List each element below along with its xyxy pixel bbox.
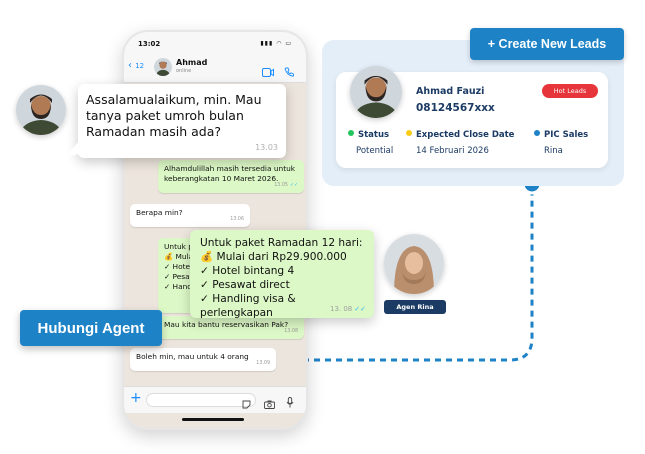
chat-header: ‹ 12 Ahmad online — [124, 54, 306, 83]
message-preview-line: ✓ Hotel — [164, 262, 193, 271]
message-input[interactable] — [146, 393, 256, 407]
message-time: 13.08 — [284, 329, 298, 334]
message-preview-line: ✓ Handlin — [164, 282, 201, 291]
phone-call-icon[interactable] — [284, 62, 294, 81]
back-chevron-icon: ‹ — [128, 60, 132, 71]
agent-name-label: Agen Rina — [384, 300, 446, 314]
pic-dot-icon — [534, 130, 540, 136]
microphone-icon[interactable] — [286, 393, 294, 412]
read-ticks-icon: ✓✓ — [289, 183, 298, 188]
sticker-icon[interactable] — [242, 394, 251, 413]
message-text: Berapa min? — [136, 208, 183, 217]
message-bubble-outgoing[interactable]: Mau kita bantu reservasikan Pak? 13.08 — [158, 316, 304, 339]
message-text: Alhamdulillah masih tersedia untuk keber… — [164, 164, 296, 183]
message-text: Assalamualaikum, min. Mau tanya paket um… — [86, 92, 262, 139]
highlight-incoming-message[interactable]: Assalamualaikum, min. Mau tanya paket um… — [78, 84, 286, 158]
lead-name: Ahmad Fauzi — [416, 86, 485, 97]
lead-field-close-date: Expected Close Date 14 Februari 2026 — [406, 130, 514, 156]
message-time: 13.03 — [255, 143, 278, 152]
back-count: 12 — [135, 62, 145, 70]
lead-phone: 08124567xxx — [416, 102, 495, 114]
message-preview-line: 💰 Mulai — [164, 252, 196, 261]
status-icons: ▮▮▮ ◠ ▭ — [260, 40, 292, 47]
status-time: 13:02 — [138, 40, 161, 48]
status-bar: 13:02 ▮▮▮ ◠ ▭ — [124, 32, 306, 54]
message-text: Boleh min, mau untuk 4 orang — [136, 352, 249, 361]
lead-avatar — [350, 66, 402, 118]
message-time: 13.05✓✓ — [274, 183, 298, 188]
camera-icon[interactable] — [264, 394, 275, 413]
message-time: 13.06 — [230, 217, 244, 222]
message-text: Untuk paket Ramadan 12 hari: 💰 Mulai dar… — [200, 237, 363, 319]
contact-agent-button[interactable]: Hubungi Agent — [20, 310, 162, 346]
contact-name: Ahmad — [176, 58, 208, 67]
message-bubble-incoming[interactable]: Boleh min, mau untuk 4 orang 13.09 — [130, 348, 276, 371]
home-indicator — [182, 418, 244, 421]
hot-leads-badge: Hot Leads — [542, 84, 598, 98]
lead-field-status: Status Potential — [348, 130, 393, 156]
date-dot-icon — [406, 130, 412, 136]
message-preview-title: Untuk pak — [164, 242, 202, 251]
message-bubble-incoming[interactable]: Berapa min? 13.06 — [130, 204, 250, 227]
message-time: 13.09 — [256, 361, 270, 366]
customer-avatar — [16, 85, 66, 135]
status-dot-icon — [348, 130, 354, 136]
read-ticks-icon: ✓✓ — [354, 305, 366, 313]
back-button[interactable]: ‹ 12 — [128, 60, 144, 71]
lead-field-pic-sales: PIC Sales Rina — [534, 130, 588, 156]
contact-avatar[interactable] — [154, 58, 172, 76]
message-time: 13. 08✓✓ — [330, 305, 366, 313]
message-bubble-outgoing[interactable]: Alhamdulillah masih tersedia untuk keber… — [158, 160, 304, 193]
create-new-leads-button[interactable]: + Create New Leads — [470, 28, 624, 60]
highlight-package-message[interactable]: Untuk paket Ramadan 12 hari: 💰 Mulai dar… — [190, 230, 374, 319]
video-call-icon[interactable] — [262, 62, 274, 81]
message-text: Mau kita bantu reservasikan Pak? — [164, 320, 289, 329]
agent-avatar — [384, 234, 444, 294]
message-preview-line: ✓ Pesaw — [164, 272, 196, 281]
bubble-tail — [66, 140, 80, 156]
contact-status: online — [176, 68, 192, 74]
compose-bar: + — [124, 386, 306, 413]
plus-icon[interactable]: + — [130, 390, 142, 406]
